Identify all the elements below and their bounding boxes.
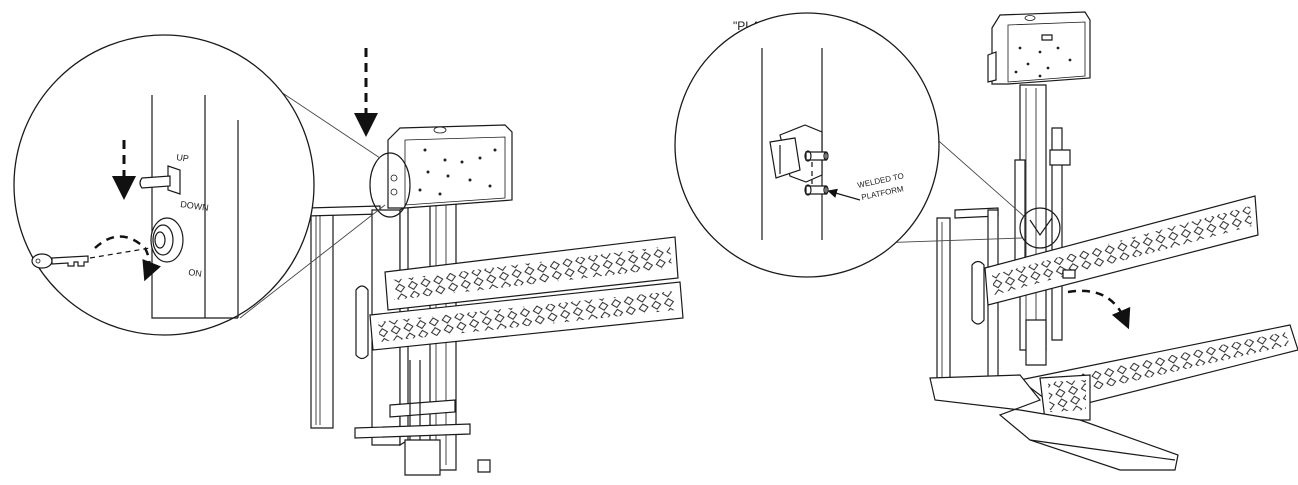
keeper-pin-lower <box>805 185 827 195</box>
right-pump-bolts <box>1014 46 1072 78</box>
left-detail-callout: UP DOWN ON <box>13 34 315 336</box>
keeper-pin-upper <box>805 151 827 161</box>
left-control-highlight <box>369 152 411 218</box>
right-detail-callout: "PLATFORM KEEPER" WELDED TO PLATFORM <box>674 12 940 278</box>
left-lift-assembly <box>214 47 684 476</box>
left-pump-enclosure <box>387 124 513 209</box>
keyswitch-bezel <box>150 217 184 263</box>
key-turn-arrow <box>94 235 161 282</box>
right-callout-leader-bottom <box>874 237 1023 244</box>
welded-leader-arrow <box>827 188 861 201</box>
left-cylinder-housing <box>404 439 441 476</box>
control-panel-face <box>151 95 238 319</box>
right-deploy-arrow <box>1067 289 1131 330</box>
left-side-guard <box>355 285 369 360</box>
left-pump-bolts <box>418 148 497 196</box>
toggle-up-label: UP <box>176 152 190 164</box>
right-lift-assembly <box>837 11 1298 471</box>
right-side-guard <box>971 260 985 325</box>
keeper-highlight <box>1019 207 1061 249</box>
key-insertion-path <box>89 247 151 259</box>
right-pump-enclosure <box>991 11 1091 85</box>
right-frame-post <box>936 217 951 401</box>
key-icon <box>31 253 89 269</box>
keyswitch-on-label: ON <box>188 267 203 279</box>
toggle-down-label: DOWN <box>180 199 210 213</box>
toggle-switch-lever <box>139 175 171 189</box>
left-frame-top-rail <box>306 205 381 217</box>
left-frame-post <box>310 211 334 429</box>
right-base-plate <box>929 374 1179 471</box>
left-callout-leader-bottom <box>239 204 386 319</box>
